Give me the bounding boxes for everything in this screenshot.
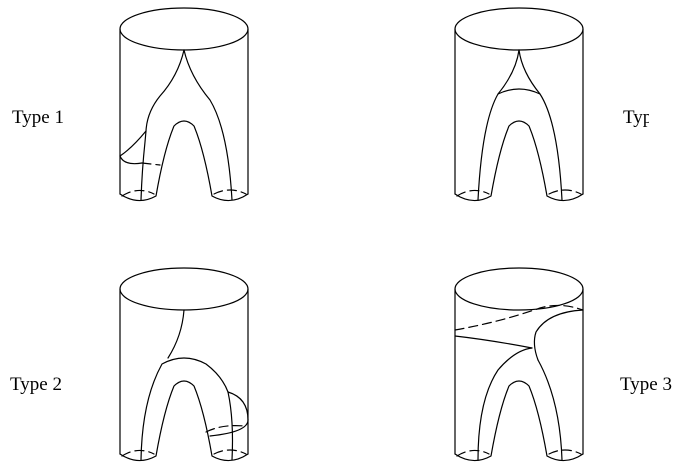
curve-left-strand (478, 50, 519, 200)
curve-right-strand (519, 50, 562, 200)
curve-front-band (455, 336, 532, 348)
panel-type-3 (455, 268, 583, 461)
right-leg-dashed-arc (214, 450, 246, 454)
right-leg-dashed-arc (549, 450, 581, 454)
curve-left-strand (478, 348, 532, 460)
top-circle (120, 8, 248, 50)
curve-side-wrap (210, 420, 248, 436)
left-leg-dashed-arc (122, 450, 154, 456)
right-leg-dashed-arc (214, 190, 246, 194)
left-leg-dashed-arc (122, 190, 154, 196)
curve-right-upper (534, 310, 583, 360)
pants-bottom-outline (455, 121, 583, 201)
curve-side-wrap (120, 156, 142, 164)
top-circle (120, 268, 248, 310)
panel-type-0 (455, 8, 583, 201)
curve-main-arch (141, 358, 228, 460)
curve-side-arm (120, 131, 146, 156)
curve-back-dashed-band (455, 305, 583, 330)
curve-crossbar (498, 89, 540, 94)
curve-back-dashed (206, 426, 244, 432)
right-leg-dashed-arc (549, 190, 581, 194)
curve-left-strand (141, 50, 184, 200)
panel-type-2 (120, 268, 248, 461)
curve-back-dashed (142, 163, 160, 165)
curve-right-strand (538, 360, 562, 460)
left-leg-dashed-arc (457, 450, 489, 456)
left-leg-dashed-arc (457, 190, 489, 196)
top-circle (455, 8, 583, 50)
top-circle (455, 268, 583, 310)
panel-type-1 (120, 8, 248, 201)
pants-bottom-outline (455, 381, 583, 461)
curve-top-strand (168, 310, 184, 358)
